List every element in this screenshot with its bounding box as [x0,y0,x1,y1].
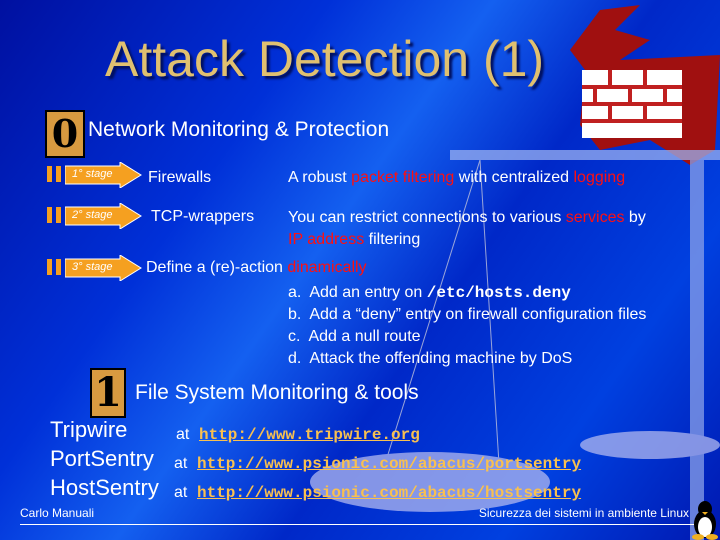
section-heading-1: File System Monitoring & tools [135,381,419,404]
tcp-wrappers-description: You can restrict connections to various … [288,209,646,226]
hostsentry-link[interactable]: http://www.psionic.com/abacus/hostsentry [197,484,582,502]
scales-icon [310,150,720,540]
tool-name-hostsentry: HostSentry [50,475,159,500]
stage-bars-icon [47,259,61,275]
stage-badge-2: 2° stage [47,203,142,229]
stage-name-2: TCP-wrappers [151,208,255,225]
stage-label: 1° stage [72,168,113,180]
footer-divider [20,524,700,525]
stage-badge-3: 3° stage [47,255,142,281]
portsentry-link[interactable]: http://www.psionic.com/abacus/portsentry [197,455,582,473]
tripwire-link[interactable]: http://www.tripwire.org [199,426,420,444]
slide-title: Attack Detection (1) [105,31,545,87]
brick-wall-icon [570,5,720,165]
tux-penguin-icon [692,501,718,540]
arrow-right-icon [65,255,142,281]
action-item-d: d. Attack the offending machine by DoS [288,350,573,367]
action-item-a: a. Add an entry on /etc/hosts.deny [288,284,571,302]
tool-at: at [174,484,188,501]
tool-name-portsentry: PortSentry [50,446,154,471]
section-number-0: 0 [45,110,85,158]
tool-at: at [174,455,188,472]
stage-bars-icon [47,207,61,223]
tool-name-tripwire: Tripwire [50,417,128,442]
section-heading-0: Network Monitoring & Protection [88,118,390,141]
stage-bars-icon [47,166,61,182]
firewall-description: A robust packet filtering with centraliz… [288,169,626,186]
arrow-right-icon [65,203,142,229]
action-item-c: c. Add a null route [288,328,421,345]
stage-name-1: Firewalls [148,169,212,186]
tool-at: at [176,426,190,443]
arrow-right-icon [65,162,142,188]
stage-label: 2° stage [72,209,113,221]
footer-course: Sicurezza dei sistemi in ambiente Linux [478,506,689,520]
stage-badge-1: 1° stage [47,162,142,188]
stage-label: 3° stage [72,261,113,273]
section-number-1: 1 [90,368,126,418]
footer-author: Carlo Manuali [20,506,95,520]
stage-name-3: Define a (re)-action dinamically [146,259,367,276]
action-item-b: b. Add a “deny” entry on firewall config… [288,306,647,323]
tcp-wrappers-description-line2: IP address filtering [288,231,421,248]
